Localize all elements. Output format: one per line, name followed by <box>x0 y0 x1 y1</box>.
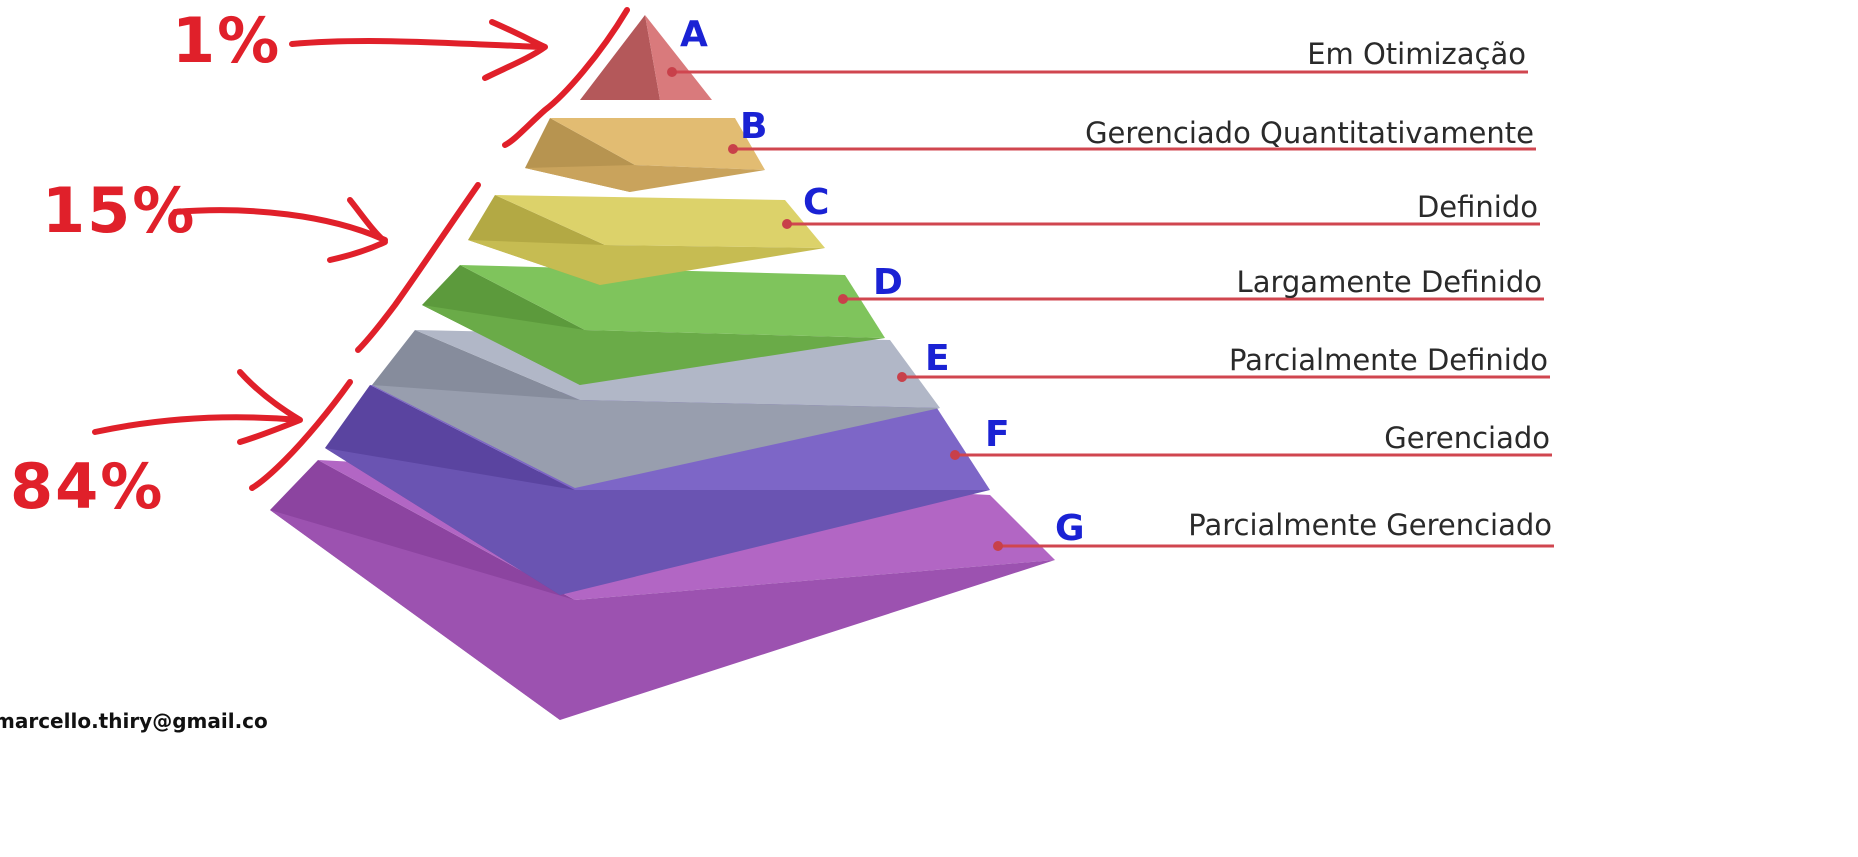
level-letter-g: G <box>1055 508 1085 549</box>
label-row-b: B Gerenciado Quantitativamente <box>728 106 1536 154</box>
level-letter-f: F <box>985 414 1010 455</box>
author-email: marcello.thiry@gmail.co <box>0 709 268 733</box>
label-row-a: A Em Otimização <box>667 14 1528 77</box>
leader-dot-g <box>993 541 1003 551</box>
level-b-bottom-face <box>525 165 765 192</box>
leader-dot-d <box>838 294 848 304</box>
level-c-bottom-face <box>468 240 825 285</box>
level-letter-b: B <box>740 106 767 147</box>
level-name-d: Largamente Definido <box>1237 265 1542 299</box>
level-d-bottom-face <box>422 305 885 385</box>
annotation-label-15pct: 15% <box>42 174 196 247</box>
level-d-front-face <box>460 265 885 338</box>
level-c-front-face <box>495 195 825 248</box>
leader-dot-a <box>667 67 677 77</box>
level-e-bottom-face <box>372 385 940 488</box>
label-row-f: F Gerenciado <box>950 414 1552 460</box>
annotation-arrow-1pct <box>289 19 548 81</box>
annotation-label-84pct: 84% <box>10 450 164 523</box>
handwritten-annotations: 1% 15% 84% <box>10 4 630 523</box>
label-row-g: G Parcialmente Gerenciado <box>993 508 1554 551</box>
level-b-front-face <box>550 118 765 170</box>
level-letter-c: C <box>803 182 829 223</box>
level-name-b: Gerenciado Quantitativamente <box>1085 116 1534 150</box>
level-a-left-face <box>580 15 660 100</box>
level-g-bottom-face <box>270 510 1055 720</box>
level-name-f: Gerenciado <box>1384 421 1550 455</box>
leader-dot-b <box>728 144 738 154</box>
pyramid-level-d <box>422 265 885 385</box>
label-row-d: D Largamente Definido <box>838 262 1544 304</box>
level-letter-a: A <box>680 14 708 55</box>
level-letter-e: E <box>925 338 950 379</box>
pyramid-level-a <box>580 15 712 100</box>
annotation-label-1pct: 1% <box>172 4 281 77</box>
annotation-bracket-15pct <box>355 182 481 353</box>
level-labels: A Em Otimização B Gerenciado Quantitativ… <box>667 14 1554 551</box>
pyramid <box>270 15 1055 720</box>
pyramid-level-c <box>468 195 825 285</box>
level-name-a: Em Otimização <box>1307 37 1526 71</box>
leader-dot-c <box>782 219 792 229</box>
level-letter-d: D <box>873 262 903 303</box>
level-a-front-face <box>645 15 712 100</box>
annotation-bracket-1pct <box>502 7 630 148</box>
level-f-bottom-face <box>325 448 990 595</box>
label-row-e: E Parcialmente Definido <box>897 338 1550 382</box>
level-name-c: Definido <box>1417 190 1538 224</box>
leader-dot-f <box>950 450 960 460</box>
annotation-bracket-84pct <box>249 379 353 491</box>
label-row-c: C Definido <box>782 182 1540 229</box>
level-name-e: Parcialmente Definido <box>1229 343 1548 377</box>
pyramid-level-b <box>525 118 765 192</box>
leader-dot-e <box>897 372 907 382</box>
annotation-arrow-15pct <box>172 197 388 263</box>
level-name-g: Parcialmente Gerenciado <box>1188 508 1552 542</box>
annotation-arrow-84pct <box>92 369 303 445</box>
